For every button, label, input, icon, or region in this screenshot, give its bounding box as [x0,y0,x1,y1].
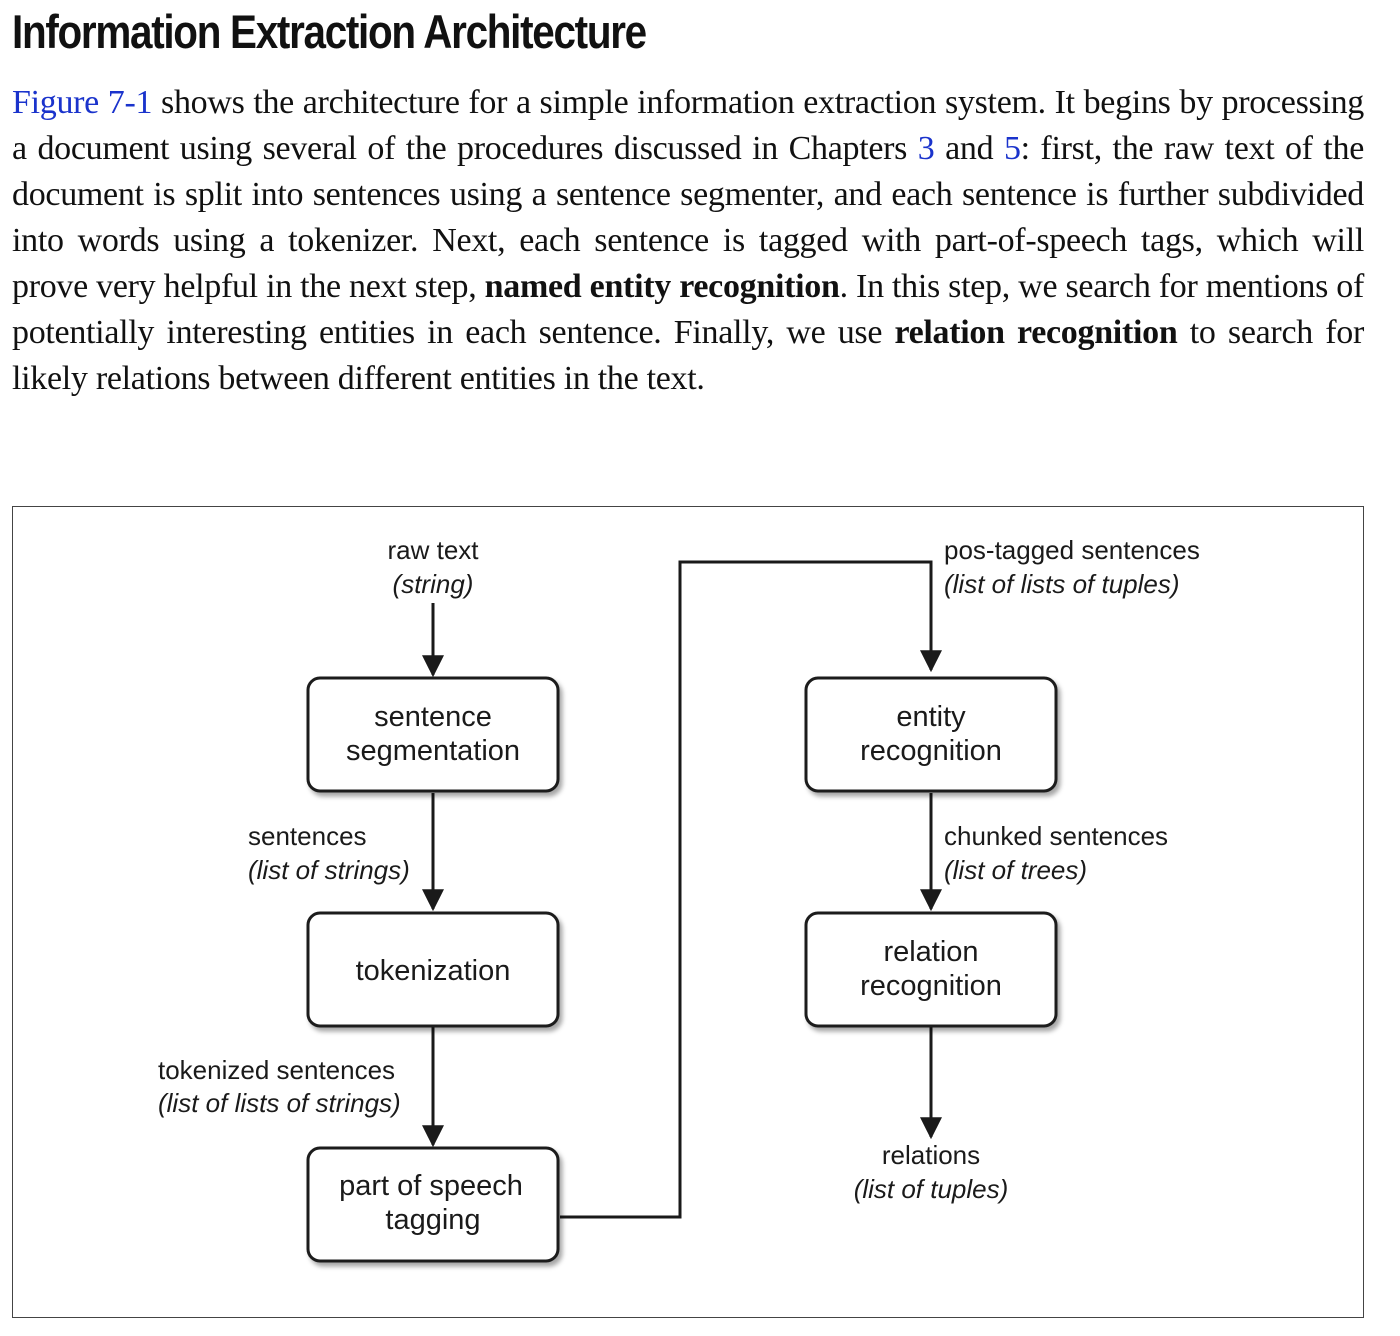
box-rel-line1: relation [883,936,978,968]
label-chunk-line1: chunked sentences [944,821,1168,851]
box-seg-line2: segmentation [346,735,520,767]
intro-paragraph: Figure 7-1 shows the architecture for a … [12,80,1364,402]
label-raw-line2: (string) [393,569,474,599]
label-postag-line2: (list of lists of tuples) [944,569,1180,599]
label-sent-line2: (list of strings) [248,855,410,885]
box-ent-line2: recognition [860,735,1002,767]
label-raw-text: raw text (string) [387,535,479,599]
architecture-figure: sentence segmentation tokenization part … [12,506,1364,1318]
chapter-3-link[interactable]: 3 [917,130,935,167]
label-rels-line2: (list of tuples) [854,1174,1009,1204]
box-pos-line1: part of speech [339,1170,523,1202]
paragraph-text-3: : first, the raw text of the document is… [12,130,1364,305]
box-ent-line1: entity [896,701,966,733]
arrow-pos-to-ent [560,560,942,1219]
box-tokenization: tokenization [306,911,560,1028]
paragraph-text-2: and [934,130,1004,167]
architecture-diagram: sentence segmentation tokenization part … [158,535,1200,1263]
label-sentences: sentences (list of strings) [248,821,410,885]
term-named-entity-recognition: named entity recognition [484,268,840,305]
chapter-5-link[interactable]: 5 [1003,130,1021,167]
label-postag-line1: pos-tagged sentences [944,535,1200,565]
paragraph-text-5: to search for likely relations between d… [12,314,1365,397]
box-sentence-segmentation: sentence segmentation [306,676,560,793]
label-tokenized-sentences: tokenized sentences (list of lists of st… [158,1055,401,1118]
paragraph-text-4: . In this step, we search for mentions o… [12,268,1364,351]
label-toks-line1: tokenized sentences [158,1055,395,1085]
label-rels-line1: relations [882,1140,980,1170]
box-pos-line2: tagging [385,1204,480,1236]
paragraph-text-1: shows the architecture for a simple info… [12,84,1364,167]
label-chunk-line2: (list of trees) [944,855,1087,885]
label-raw-line1: raw text [387,535,479,565]
label-sent-line1: sentences [248,821,367,851]
label-chunked-sentences: chunked sentences (list of trees) [944,821,1168,885]
box-tok-line1: tokenization [356,955,511,987]
label-toks-line2: (list of lists of strings) [158,1088,401,1118]
label-pos-tagged-sentences: pos-tagged sentences (list of lists of t… [944,535,1200,599]
figure-link[interactable]: Figure 7-1 [12,84,153,121]
term-relation-recognition: relation recognition [894,314,1178,351]
label-relations: relations (list of tuples) [854,1140,1009,1204]
box-relation-recognition: relation recognition [804,911,1058,1028]
section-heading: Information Extraction Architecture [12,5,647,58]
box-entity-recognition: entity recognition [804,676,1058,793]
box-seg-line1: sentence [374,701,492,733]
box-rel-line2: recognition [860,970,1002,1002]
box-part-of-speech-tagging: part of speech tagging [306,1146,560,1263]
